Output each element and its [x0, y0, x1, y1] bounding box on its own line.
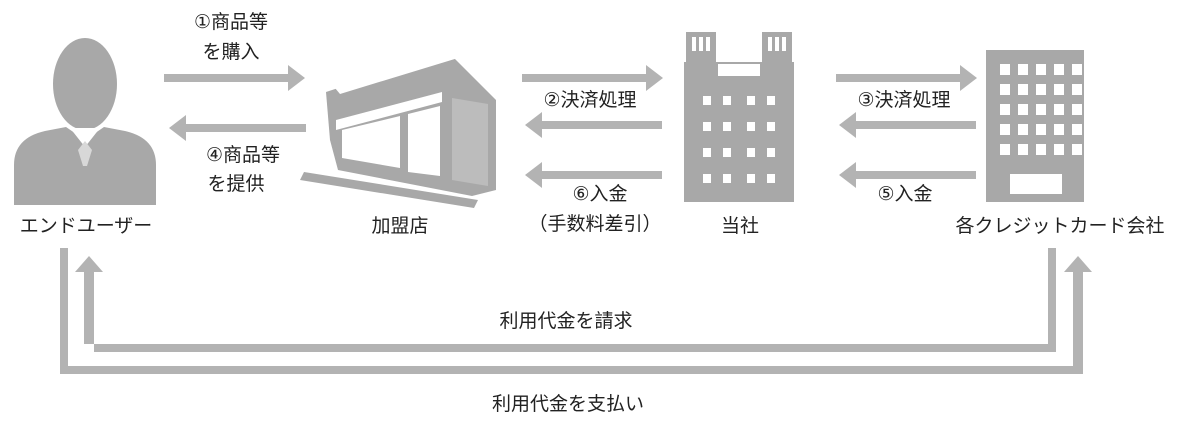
step4-label-line2: を提供 [207, 173, 265, 195]
billing-label: 利用代金を請求 [499, 310, 633, 332]
office-window [1018, 144, 1028, 155]
arrow-settlement-to-card [836, 65, 977, 91]
step1-label-line2: を購入 [202, 41, 260, 63]
office-building-icon [986, 50, 1084, 202]
office-window [1072, 84, 1082, 95]
office-window [1036, 124, 1046, 135]
card-company-label: 各クレジットカード会社 [955, 215, 1165, 237]
office-window [1036, 104, 1046, 115]
arrow-settlement-to-merchant [525, 112, 662, 138]
office-window [1000, 144, 1010, 155]
office-window [1018, 84, 1028, 95]
arrow-purchase [164, 65, 305, 91]
office-window [1072, 124, 1082, 135]
arrow-deposit-from-card [839, 162, 976, 188]
office-window [1036, 64, 1046, 75]
payment-label: 利用代金を支払い [491, 393, 645, 415]
office-window [1054, 124, 1064, 135]
arrow-settlement-from-card [839, 112, 976, 138]
merchant-label: 加盟店 [371, 215, 429, 237]
office-window [1000, 124, 1010, 135]
office-window [1072, 64, 1082, 75]
storefront-icon [300, 48, 496, 208]
office-window [1036, 144, 1046, 155]
office-window [1054, 84, 1064, 95]
step4-label-line1: ④商品等 [205, 144, 281, 166]
step5-label: ⑤入金 [877, 183, 933, 205]
factory-building-icon [684, 32, 794, 202]
office-window [1054, 64, 1064, 75]
office-window [1036, 84, 1046, 95]
office-window [1072, 104, 1082, 115]
office-window [1018, 104, 1028, 115]
arrow-billing [75, 248, 1056, 352]
step3-label: ③決済処理 [857, 89, 951, 111]
arrow-settlement-to-company [522, 65, 663, 91]
office-window [1054, 144, 1064, 155]
end-user-label: エンドユーザー [19, 215, 153, 237]
office-window [1072, 144, 1082, 155]
company-label: 当社 [720, 215, 760, 237]
office-window [1000, 84, 1010, 95]
office-window [1000, 64, 1010, 75]
arrow-deposit-to-merchant [525, 162, 662, 188]
step6-label-line2: （手数料差引） [528, 213, 662, 235]
office-window [1000, 104, 1010, 115]
step6-label-line1: ⑥入金 [572, 183, 628, 205]
step1-label-line1: ①商品等 [193, 11, 269, 33]
office-window [1018, 64, 1028, 75]
arrow-provide [169, 115, 306, 141]
step2-label: ②決済処理 [543, 89, 637, 111]
office-window [1018, 124, 1028, 135]
businessman-icon [14, 38, 156, 205]
office-window [1054, 104, 1064, 115]
